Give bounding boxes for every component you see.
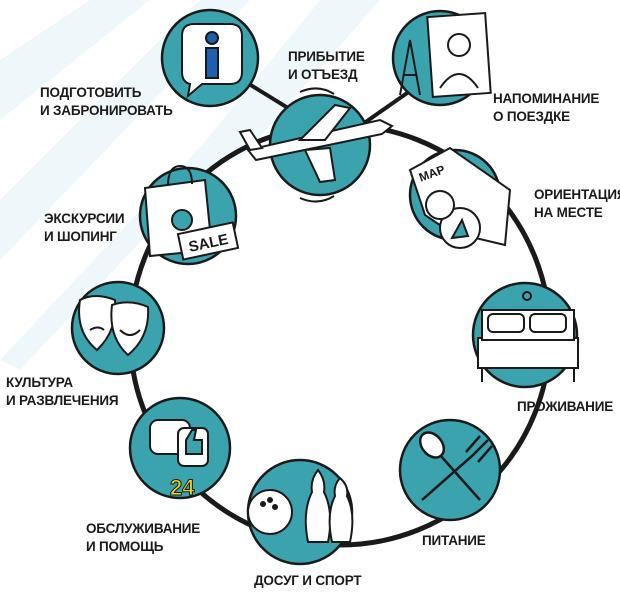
node-service[interactable]: 24	[128, 396, 232, 501]
node-culture[interactable]	[70, 280, 166, 376]
label-leisure: ДОСУГ И СПОРТ	[254, 573, 362, 588]
info-icon	[181, 23, 243, 99]
node-leisure[interactable]	[246, 458, 354, 566]
theatre-masks-icon	[78, 295, 150, 357]
bowling-icon	[247, 468, 354, 543]
bed-icon	[477, 291, 579, 382]
airplane-icon	[238, 87, 394, 203]
node-food[interactable]	[398, 418, 502, 522]
node-excursions[interactable]: SALE	[138, 164, 240, 266]
label-food: ПИТАНИЕ	[422, 533, 486, 548]
node-booking[interactable]	[160, 8, 260, 108]
node-arrival[interactable]	[238, 87, 394, 203]
node-accommodation[interactable]	[471, 281, 579, 389]
node-reminder[interactable]	[391, 9, 492, 107]
label-accommodation: ПРОЖИВАНИЕ	[517, 399, 614, 414]
map-compass-icon: MAP	[408, 146, 512, 249]
spoon-fork-icon	[418, 431, 493, 501]
shopping-bag-icon: SALE	[143, 164, 240, 261]
support-24-icon: 24	[149, 419, 209, 501]
postcard-icon	[399, 12, 492, 98]
node-orientation[interactable]: MAP	[408, 146, 512, 249]
badge-24: 24	[170, 475, 195, 500]
